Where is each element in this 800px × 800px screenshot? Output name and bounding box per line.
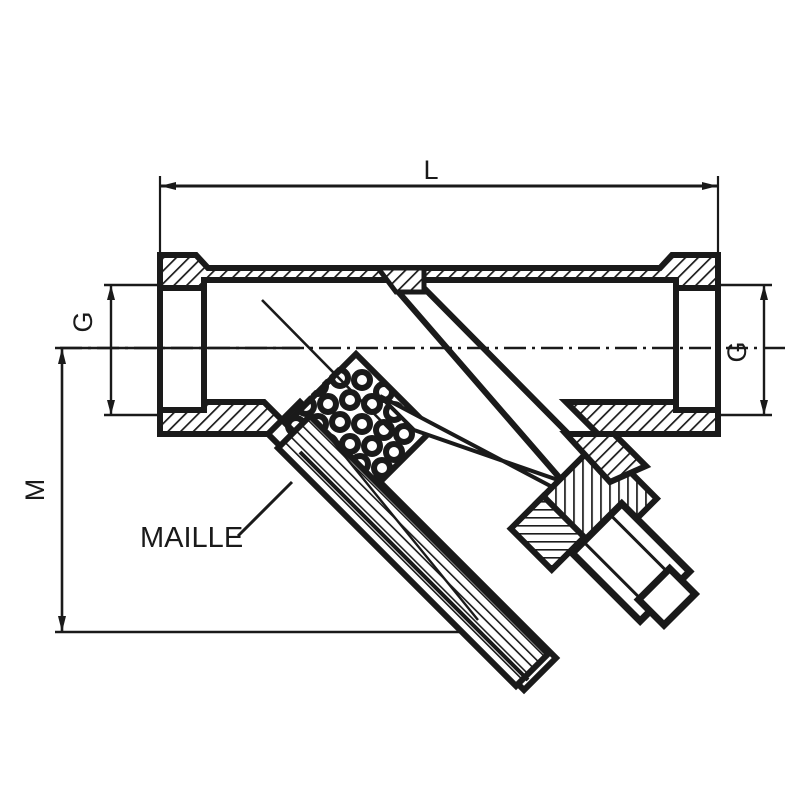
- branch-seat-wedge: [373, 265, 427, 295]
- dim-L-arrow-left: [160, 182, 176, 190]
- screen-frame-inner-rail: [298, 450, 530, 682]
- leader-screen-lower: [321, 427, 479, 621]
- leader-maille: [236, 480, 294, 538]
- dim-M-label: M: [20, 479, 50, 502]
- dim-M-arrow-bottom: [58, 616, 66, 632]
- screen-frame-hatched: [273, 411, 553, 691]
- dim-L-arrow-right: [702, 182, 718, 190]
- callout-maille-label: MAILLE: [140, 522, 243, 554]
- dim-Gright-arrow-bottom: [760, 400, 768, 415]
- dim-Gleft-arrow-top: [107, 285, 115, 300]
- drain-plug-thread-neck: [506, 491, 589, 574]
- branch-boss-fillet: [559, 431, 652, 486]
- dimension-G-left: G: [68, 283, 196, 417]
- dim-L-label: L: [423, 155, 438, 185]
- drain-plug-hex-end: [633, 563, 701, 631]
- drain-plug-assembly: [506, 431, 701, 631]
- dim-Gright-arrow-top: [760, 285, 768, 300]
- dim-M-arrow-top: [58, 348, 66, 364]
- dim-Gright-label: G: [722, 341, 752, 362]
- dim-Gleft-label: G: [68, 311, 98, 332]
- dim-Gleft-arrow-bottom: [107, 400, 115, 415]
- leader-lines: [236, 299, 479, 621]
- dimension-L: L: [158, 155, 720, 262]
- leader-body-cavity: [261, 299, 397, 437]
